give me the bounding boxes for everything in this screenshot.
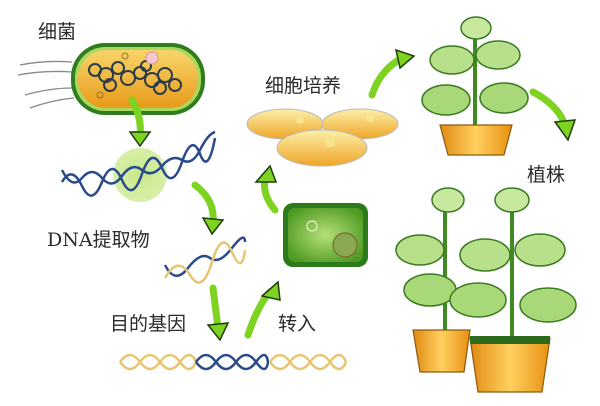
dna-helix-icon [60,130,217,197]
flow-arrows [128,48,577,342]
dna-glow [113,148,167,202]
plant-cell-icon [283,203,368,267]
label-cell-culture: 细胞培养 [265,75,342,97]
label-transfer: 转入 [278,313,317,335]
bacterium-icon [17,43,205,115]
label-target-gene: 目的基因 [110,313,187,335]
petri-dish-icon [246,108,399,167]
dna-fragment-icon [163,236,247,284]
label-plant: 植株 [527,164,566,186]
label-dna-extract: DNA提取物 [47,229,150,251]
potted-plant-icon [395,16,577,393]
dna-recombinant-icon [118,353,348,371]
label-bacteria: 细菌 [38,21,77,43]
